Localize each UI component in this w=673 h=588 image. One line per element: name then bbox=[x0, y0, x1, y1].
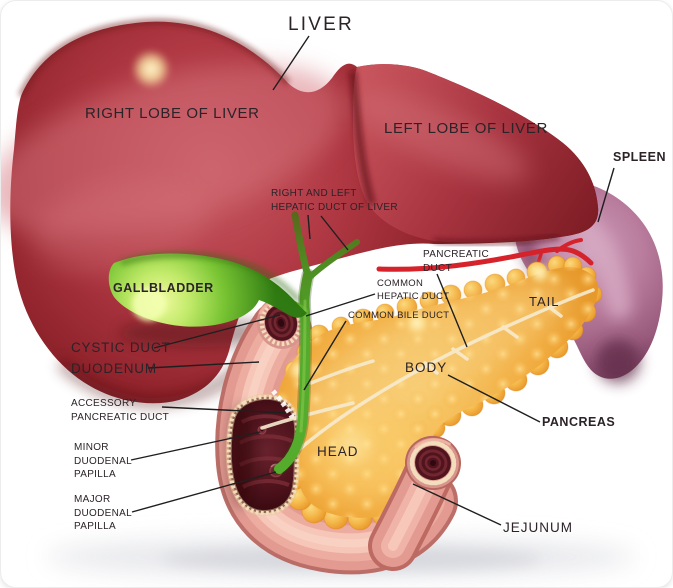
label-pancreatic-duct: PANCREATIC DUCT bbox=[423, 249, 489, 274]
leader-jejunum bbox=[412, 483, 502, 526]
leader-spleen bbox=[597, 167, 615, 223]
label-jejunum: JEJUNUM bbox=[503, 520, 573, 535]
label-right-lobe: RIGHT LOBE OF LIVER bbox=[85, 105, 260, 122]
leader-major-papilla bbox=[131, 471, 277, 513]
label-common-hepatic-duct: COMMON HEPATIC DUCT bbox=[377, 278, 450, 302]
label-pancreas-head: HEAD bbox=[317, 444, 359, 459]
leader-duodenum bbox=[147, 361, 260, 369]
leader-common-bile-duct bbox=[303, 320, 347, 391]
label-accessory-pancreatic-duct: ACCESSORY PANCREATIC DUCT bbox=[71, 398, 170, 423]
leader-accessory-duct bbox=[161, 406, 287, 414]
label-liver: LIVER bbox=[288, 14, 354, 35]
label-common-bile-duct: COMMON BILE DUCT bbox=[348, 310, 450, 321]
leader-common-hepatic-duct bbox=[305, 293, 376, 317]
label-minor-duodenal-papilla: MINOR DUODENAL PAPILLA bbox=[74, 442, 132, 480]
label-pancreas-body: BODY bbox=[405, 360, 448, 375]
label-pancreas-tail: TAIL bbox=[529, 294, 560, 309]
gallbladder-organ bbox=[108, 252, 307, 327]
leader-right-hepatic-duct bbox=[320, 215, 349, 251]
pancreatic-duct-lines bbox=[260, 288, 595, 468]
label-duodenum: DUODENUM bbox=[71, 361, 157, 376]
duodenum-window bbox=[225, 389, 301, 517]
leader-left-hepatic-duct bbox=[307, 214, 311, 240]
label-left-lobe: LEFT LOBE OF LIVER bbox=[384, 120, 548, 137]
leader-pancreas bbox=[447, 374, 541, 423]
label-pancreas: PANCREAS bbox=[542, 415, 616, 429]
label-gallbladder: GALLBLADDER bbox=[113, 281, 214, 295]
jejunum-organ bbox=[368, 435, 461, 571]
right-hepatic-duct bbox=[307, 239, 360, 280]
label-cystic-duct: CYSTIC DUCT bbox=[71, 340, 171, 355]
label-spleen: SPLEEN bbox=[613, 150, 667, 164]
leader-cystic-duct bbox=[153, 314, 281, 349]
leader-pancreatic-duct bbox=[436, 273, 468, 348]
leader-liver bbox=[272, 35, 310, 91]
leader-minor-papilla bbox=[130, 431, 261, 461]
label-major-duodenal-papilla: MAJOR DUODENAL PAPILLA bbox=[74, 494, 132, 532]
bile-duct-system bbox=[258, 211, 360, 476]
label-hepatic-ducts: RIGHT AND LEFT HEPATIC DUCT OF LIVER bbox=[271, 188, 398, 213]
